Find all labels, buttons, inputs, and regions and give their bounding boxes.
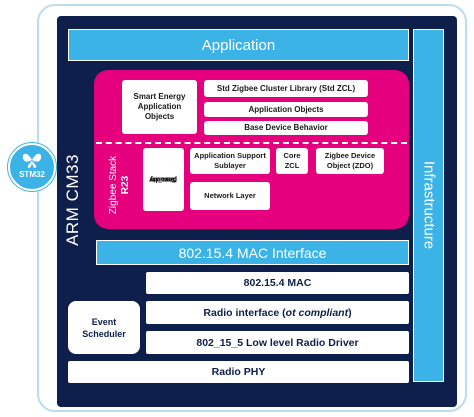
mac-interface-bar: 802.15.4 MAC Interface xyxy=(96,240,409,265)
network-layer-box: Network Layer xyxy=(190,182,270,210)
smart-energy-box: Smart Energy Application Objects xyxy=(122,80,197,134)
low-level-driver-layer: 802_15_5 Low level Radio Driver xyxy=(146,331,409,354)
butterfly-icon xyxy=(22,153,42,168)
zigbee-stack-version: R23 xyxy=(120,175,131,195)
core-zcl-box: Core ZCL xyxy=(276,148,308,174)
base-device-box: Base Device Behavior xyxy=(204,121,368,135)
radio-phy-layer: Radio PHY xyxy=(68,361,409,383)
radio-interface-italic: ot compliant xyxy=(285,306,349,319)
application-objects-box: Application Objects xyxy=(204,102,368,117)
std-zcl-box: Std Zigbee Cluster Library (Std ZCL) xyxy=(204,80,368,97)
stm32-label: STM32 xyxy=(19,170,45,179)
zigbee-divider xyxy=(96,142,407,144)
security-service-provider-box: Security Service provider xyxy=(143,148,184,211)
application-bar: Application xyxy=(68,29,409,61)
security-line-3: provider xyxy=(148,175,178,183)
application-label: Application xyxy=(201,36,276,54)
infrastructure-label: Infrastructure xyxy=(420,160,438,250)
zigbee-stack-title: Zigbee Stack xyxy=(108,155,119,215)
aps-box: Application Support Sublayer xyxy=(190,148,270,174)
event-scheduler-box: Event Scheduler xyxy=(68,301,140,354)
zdo-box: Zigbee Device Object (ZDO) xyxy=(316,148,384,174)
radio-interface-layer: Radio interface (ot compliant) xyxy=(146,301,409,324)
radio-interface-suffix: ) xyxy=(348,306,352,319)
stm32-badge: STM32 xyxy=(8,143,56,191)
arm-text: ARM CM33 xyxy=(63,154,82,246)
mac-interface-label: 802.15.4 MAC Interface xyxy=(178,244,327,261)
infrastructure-bar: Infrastructure xyxy=(413,29,444,382)
mac-layer: 802.15.4 MAC xyxy=(146,272,409,294)
radio-interface-prefix: Radio interface ( xyxy=(203,306,286,319)
